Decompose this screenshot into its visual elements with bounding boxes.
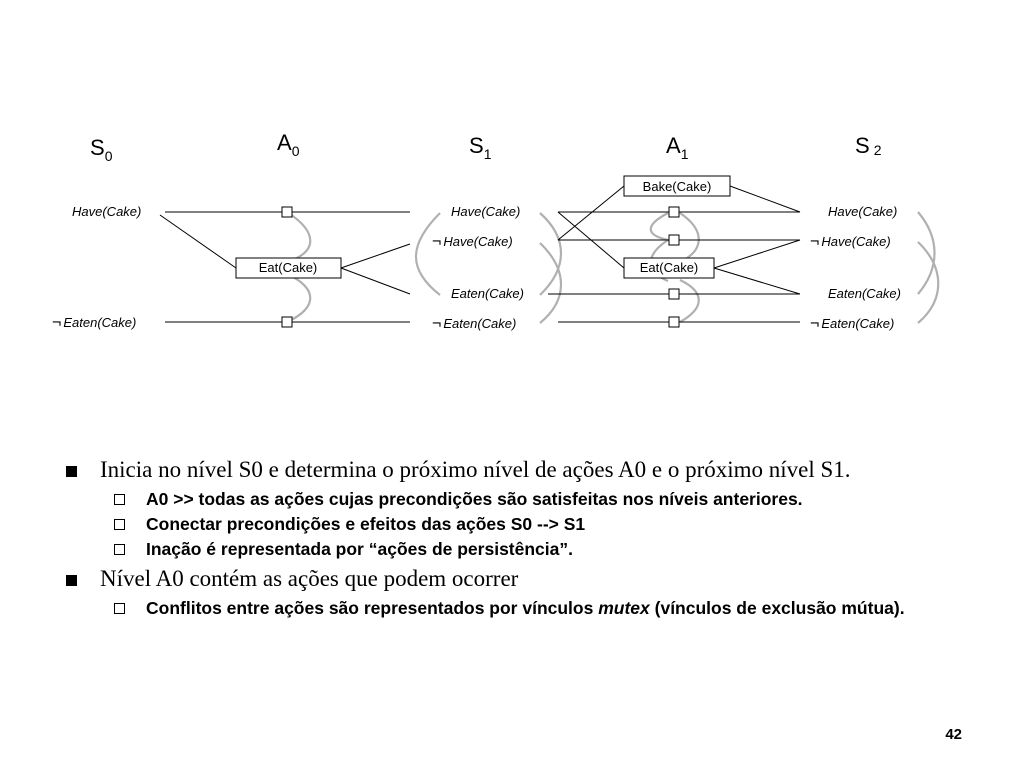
s2-have-cake: Have(Cake) <box>828 204 897 219</box>
noop-a1-not-eaten <box>668 316 680 328</box>
sub-bullet-text: Conflitos entre ações são representados … <box>146 598 905 618</box>
sub-bullet-item: Conectar precondições e efeitos das açõe… <box>62 514 962 535</box>
s1-have-cake: Have(Cake) <box>451 204 520 219</box>
s1-not-have-cake: ¬Have(Cake) <box>432 233 513 250</box>
s2-not-have-cake: ¬Have(Cake) <box>810 233 891 250</box>
noop-a1-eaten <box>668 288 680 300</box>
hollow-square-bullet-icon <box>114 494 125 505</box>
s0-not-eaten-cake: ¬Eaten(Cake) <box>52 314 136 331</box>
bullet-item: Inicia no nível S0 e determina o próximo… <box>62 455 962 485</box>
s0-have-cake: Have(Cake) <box>72 204 141 219</box>
mutex-links <box>286 211 940 324</box>
sub-bullet-text: A0 >> todas as ações cujas precondições … <box>146 489 803 509</box>
square-bullet-icon <box>66 575 77 586</box>
action-box-a0-eat <box>235 257 342 279</box>
level-s1: S1 <box>469 133 492 162</box>
noop-a0-not-eaten <box>281 316 293 328</box>
s2-not-eaten-cake: ¬Eaten(Cake) <box>810 315 894 332</box>
sub-bullet-item: A0 >> todas as ações cujas precondições … <box>62 489 962 510</box>
mutex-arc-a1-2 <box>679 212 700 263</box>
noop-a1-have <box>668 206 680 218</box>
level-a0: A0 <box>277 130 300 159</box>
persistence-actions <box>281 206 680 328</box>
hollow-square-bullet-icon <box>114 519 125 530</box>
sub-bullet-text: Conectar precondições e efeitos das açõe… <box>146 514 586 534</box>
mutex-arc-a0-lower <box>286 272 312 324</box>
level-s0: S0 <box>90 135 113 164</box>
s1-eaten-cake: Eaten(Cake) <box>451 286 524 301</box>
action-a1-bake: Bake(Cake) <box>643 179 712 194</box>
mutex-emphasis: mutex <box>598 598 650 618</box>
mutex-arc-a0-upper <box>286 211 312 264</box>
mutex-arc-a1-1 <box>649 212 669 242</box>
mutex-arc-a1-4 <box>679 279 700 323</box>
hollow-square-bullet-icon <box>114 544 125 555</box>
bullet-list: Inicia no nível S0 e determina o próximo… <box>62 455 962 619</box>
action-box-a1-eat <box>623 257 715 279</box>
s2-eaten-cake: Eaten(Cake) <box>828 286 901 301</box>
bullet-text: Nível A0 contém as ações que podem ocorr… <box>100 566 519 591</box>
mutex-arc-s1-left <box>415 212 441 296</box>
action-box-a1-bake <box>623 175 731 197</box>
bullet-text: Inicia no nível S0 e determina o próximo… <box>100 457 851 482</box>
mutex-arc-s2-1 <box>917 211 936 295</box>
level-a1: A1 <box>666 133 689 162</box>
noop-a0-have <box>281 206 293 218</box>
bullet-item: Nível A0 contém as ações que podem ocorr… <box>62 564 962 594</box>
sub-bullet-item: Conflitos entre ações são representados … <box>62 598 962 619</box>
mutex-arc-s1-right-2 <box>539 242 562 324</box>
noop-a1-not-have <box>668 234 680 246</box>
s1-not-eaten-cake: ¬Eaten(Cake) <box>432 315 516 332</box>
square-bullet-icon <box>66 466 77 477</box>
sub-bullet-text: Inação é representada por “ações de pers… <box>146 539 573 559</box>
hollow-square-bullet-icon <box>114 603 125 614</box>
mutex-arc-s2-2 <box>917 241 940 324</box>
page-number: 42 <box>945 726 962 743</box>
action-a0-eat: Eat(Cake) <box>259 260 318 275</box>
sub-bullet-item: Inação é representada por “ações de pers… <box>62 539 962 560</box>
mutex-arc-s1-right-1 <box>539 212 562 296</box>
action-a1-eat: Eat(Cake) <box>640 260 699 275</box>
